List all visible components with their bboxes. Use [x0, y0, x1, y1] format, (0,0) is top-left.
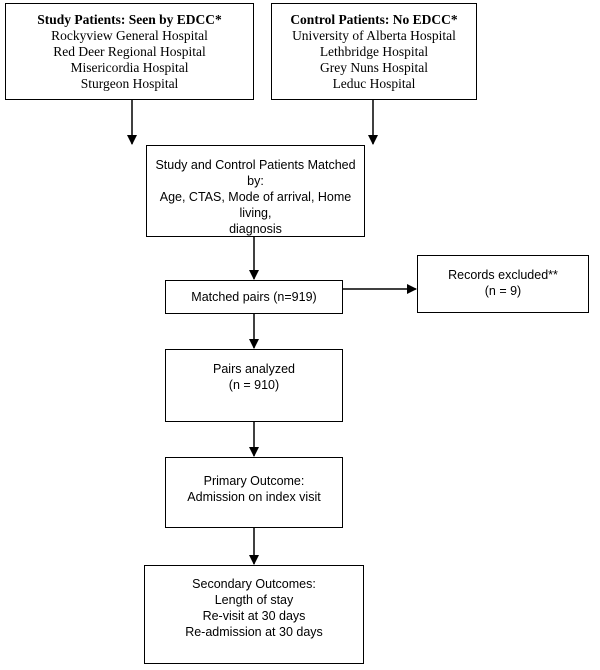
- control-patients-title: Control Patients: No EDCC*: [290, 12, 458, 27]
- analyzed-count: (n = 910): [228, 378, 280, 392]
- matching-line: Age, CTAS, Mode of arrival, Home living,: [159, 190, 352, 220]
- secondary-outcomes-title: Secondary Outcomes:: [192, 577, 316, 591]
- primary-outcome-title: Primary Outcome:: [203, 474, 305, 488]
- study-hospital: Rockyview General Hospital: [51, 28, 208, 43]
- records-excluded-box: Records excluded** (n = 9): [417, 255, 589, 313]
- matched-pairs-box: Matched pairs (n=919): [165, 280, 343, 314]
- study-patients-title: Study Patients: Seen by EDCC*: [37, 12, 222, 27]
- matching-line: Study and Control Patients Matched by:: [155, 158, 356, 188]
- secondary-outcome-item: Re-visit at 30 days: [202, 609, 306, 623]
- matching-criteria-box: Study and Control Patients Matched by: A…: [146, 145, 365, 237]
- control-hospital: Leduc Hospital: [332, 76, 416, 91]
- control-hospital: Lethbridge Hospital: [319, 44, 429, 59]
- control-patients-box: Control Patients: No EDCC* University of…: [271, 3, 477, 100]
- matching-line: diagnosis: [229, 222, 282, 236]
- matched-pairs-label: Matched pairs (n=919): [191, 290, 317, 304]
- secondary-outcome-item: Length of stay: [214, 593, 294, 607]
- study-hospital: Sturgeon Hospital: [80, 76, 179, 91]
- excluded-label: Records excluded**: [448, 268, 558, 282]
- control-hospital: University of Alberta Hospital: [292, 28, 456, 43]
- secondary-outcomes-box: Secondary Outcomes: Length of stay Re-vi…: [144, 565, 364, 664]
- primary-outcome-item: Admission on index visit: [187, 490, 321, 504]
- secondary-outcome-item: Re-admission at 30 days: [185, 625, 323, 639]
- study-hospital: Misericordia Hospital: [70, 60, 189, 75]
- control-hospital: Grey Nuns Hospital: [320, 60, 428, 75]
- primary-outcome-box: Primary Outcome: Admission on index visi…: [165, 457, 343, 528]
- pairs-analyzed-box: Pairs analyzed (n = 910): [165, 349, 343, 422]
- analyzed-label: Pairs analyzed: [213, 362, 295, 376]
- excluded-count: (n = 9): [484, 284, 522, 298]
- study-hospital: Red Deer Regional Hospital: [53, 44, 206, 59]
- study-patients-box: Study Patients: Seen by EDCC* Rockyview …: [5, 3, 254, 100]
